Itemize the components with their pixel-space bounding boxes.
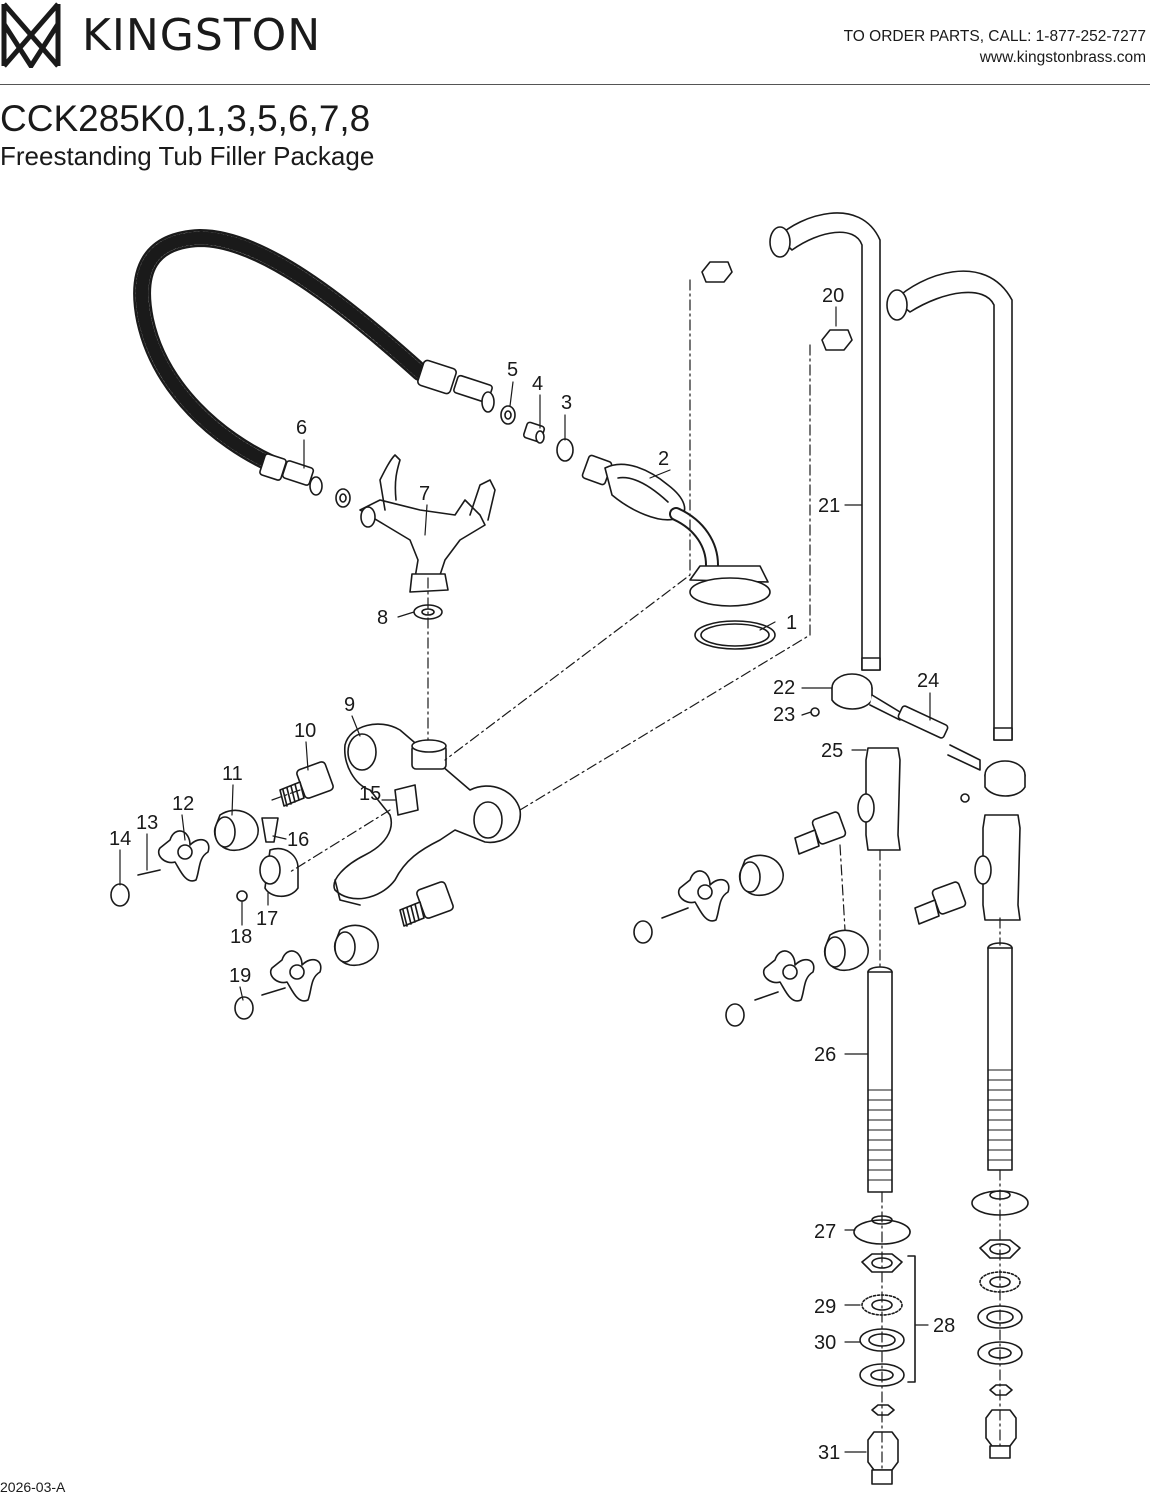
callout-19: 19: [229, 965, 251, 987]
callout-9: 9: [344, 694, 355, 716]
shower-holder: [359, 454, 496, 620]
callout-23: 23: [773, 704, 795, 726]
callout-26: 26: [814, 1044, 836, 1066]
callout-10: 10: [294, 720, 316, 742]
order-info: TO ORDER PARTS, CALL: 1-877-252-7277 www…: [844, 26, 1146, 68]
callout-17: 17: [256, 908, 278, 930]
callout-labels: 1 2 3 4 5 6 7 8 9 10 11 12 13 14 15 16 1…: [109, 285, 955, 1464]
callout-12: 12: [172, 793, 194, 815]
left-handles: [110, 809, 379, 1020]
callout-13: 13: [136, 812, 158, 834]
hand-shower: [581, 454, 776, 650]
brand-header: KINGSTON: [0, 0, 321, 70]
callout-21: 21: [818, 495, 840, 517]
kingston-logo-icon: [1, 2, 61, 68]
upper-risers: [701, 212, 1013, 741]
small-washers: [335, 405, 574, 508]
callout-24: 24: [917, 670, 939, 692]
order-phone: TO ORDER PARTS, CALL: 1-877-252-7277: [843, 28, 1146, 45]
callout-7: 7: [419, 483, 430, 505]
callout-15: 15: [359, 783, 381, 805]
document-code: 2026-03-A: [0, 1479, 66, 1495]
callout-18: 18: [230, 926, 252, 948]
callout-5: 5: [507, 359, 518, 381]
product-description: Freestanding Tub Filler Package: [0, 141, 375, 171]
callout-20: 20: [822, 285, 844, 307]
callout-22: 22: [773, 677, 795, 699]
diverter-assembly: [810, 673, 1026, 921]
faucet-body: [333, 723, 521, 906]
leader-lines: [119, 306, 931, 1453]
callout-2: 2: [658, 448, 669, 470]
callout-1: 1: [786, 612, 797, 634]
callout-29: 29: [814, 1296, 836, 1318]
callout-30: 30: [814, 1332, 836, 1354]
callout-8: 8: [377, 607, 388, 629]
assembly-guide-lines: [271, 279, 1001, 1471]
callout-6: 6: [296, 417, 307, 439]
callout-31: 31: [818, 1442, 840, 1464]
callout-16: 16: [287, 829, 309, 851]
model-number: CCK285K0,1,3,5,6,7,8: [0, 98, 371, 139]
right-handles: [633, 811, 967, 1027]
callout-4: 4: [532, 373, 543, 395]
hose: [133, 229, 495, 496]
website-link[interactable]: www.kingstonbrass.com: [979, 49, 1146, 66]
callout-25: 25: [821, 740, 843, 762]
lower-pipes: [867, 942, 1013, 1193]
callout-3: 3: [561, 392, 572, 414]
callout-14: 14: [109, 828, 131, 850]
callout-27: 27: [814, 1221, 836, 1243]
left-mounting-stack: [853, 1215, 916, 1485]
valve-stems: [279, 761, 454, 927]
callout-11: 11: [222, 763, 243, 785]
header-divider: [0, 84, 1150, 85]
brand-name: KINGSTON: [82, 9, 322, 61]
callout-28: 28: [933, 1315, 955, 1337]
